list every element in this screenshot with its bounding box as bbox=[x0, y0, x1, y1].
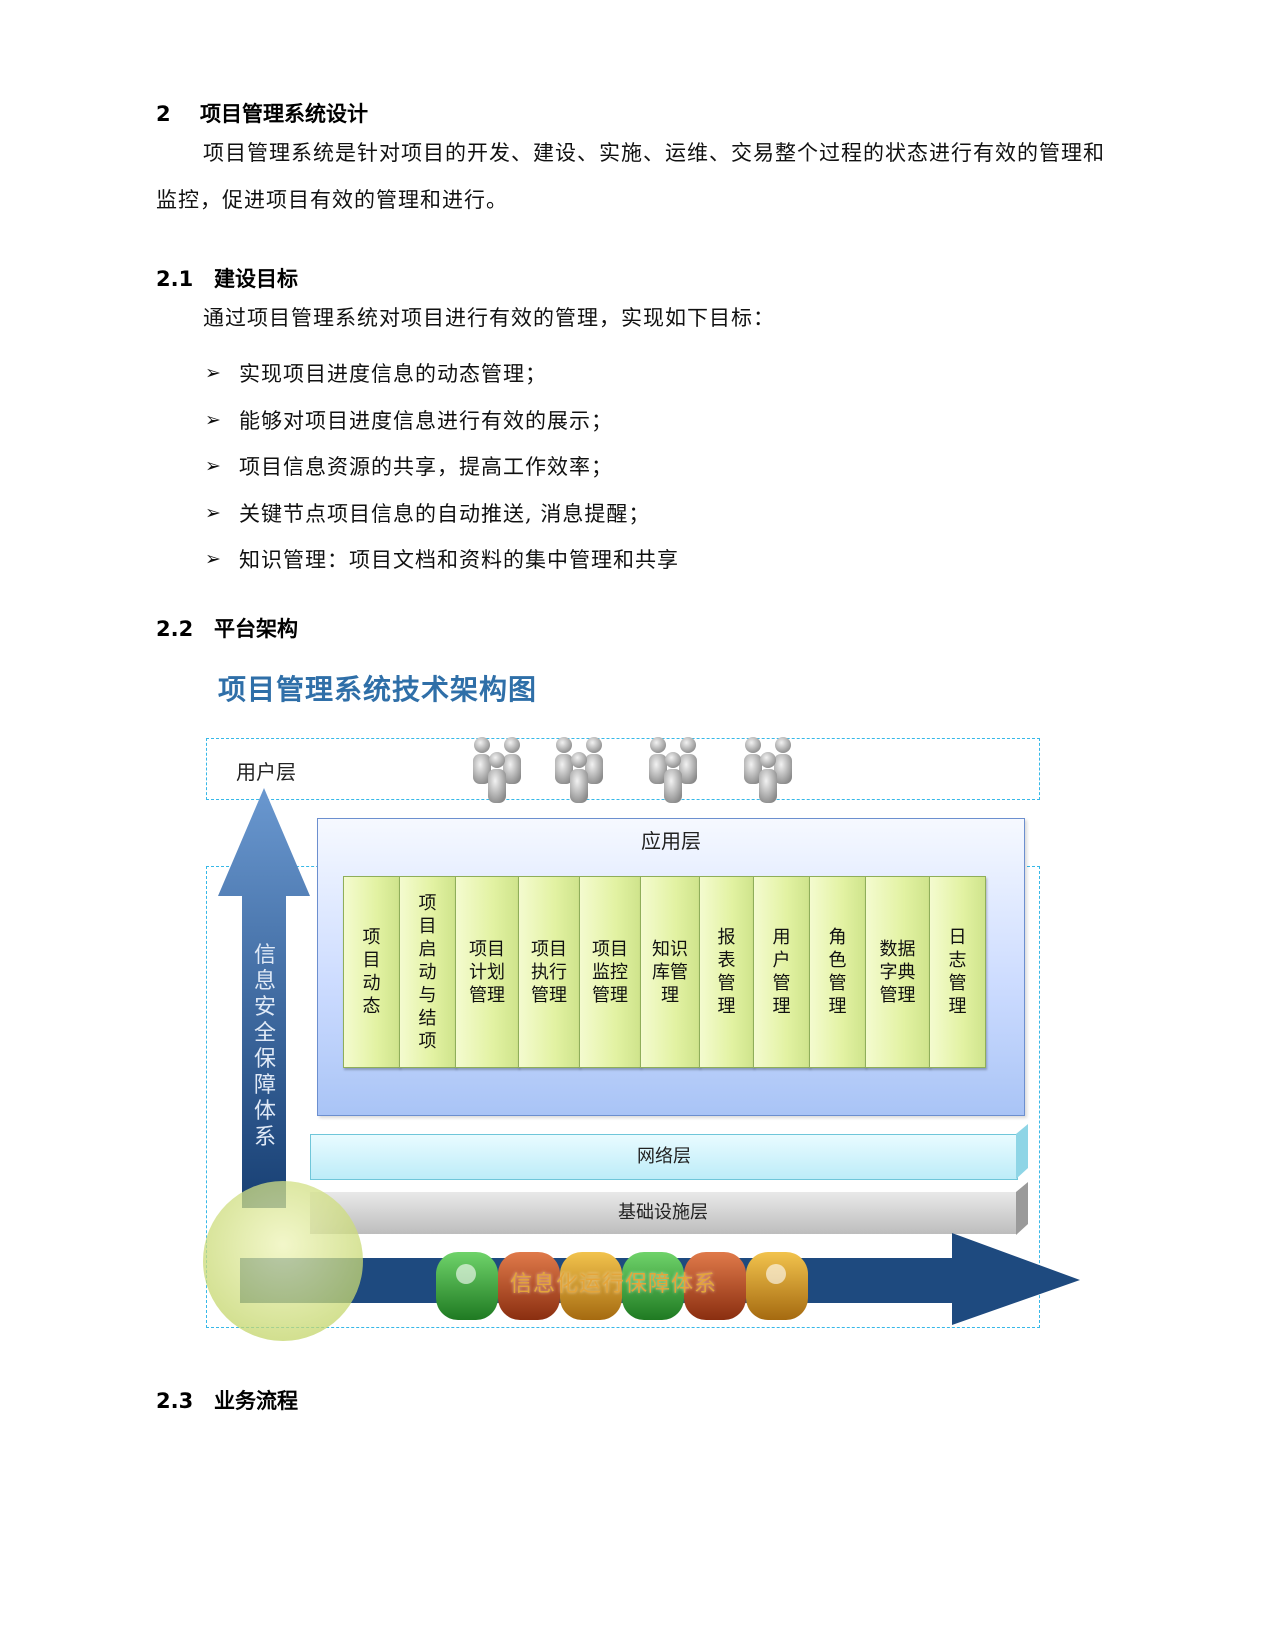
module-item: 项目执行管理 bbox=[518, 876, 580, 1068]
module-item: 项目计划管理 bbox=[455, 876, 519, 1068]
section-number: 2.3 bbox=[156, 1389, 194, 1413]
section-title: 建设目标 bbox=[214, 267, 298, 291]
section-number: 2.2 bbox=[156, 617, 194, 641]
list-item: ➢ 知识管理：项目文档和资料的集中管理和共享 bbox=[205, 536, 679, 583]
corner-circle-icon bbox=[203, 1181, 363, 1341]
module-item: 用户管理 bbox=[753, 876, 810, 1068]
bullet-arrow-icon: ➢ bbox=[205, 548, 222, 571]
section-title: 项目管理系统设计 bbox=[200, 102, 368, 126]
security-system-label: 信息安全保障体系 bbox=[253, 943, 276, 1150]
user-group-icon bbox=[555, 737, 603, 803]
section-2-1-paragraph: 通过项目管理系统对项目进行有效的管理，实现如下目标： bbox=[156, 295, 1116, 342]
module-item: 项目监控管理 bbox=[579, 876, 641, 1068]
application-layer: 应用层 项目动态 项目启动与结项 项目计划管理 项目执行管理 项目监控管理 知识… bbox=[317, 818, 1025, 1116]
paragraph-text: 通过项目管理系统对项目进行有效的管理，实现如下目标： bbox=[203, 306, 775, 330]
goals-list: ➢ 实现项目进度信息的动态管理； ➢ 能够对项目进度信息进行有效的展示； ➢ 项目信息… bbox=[205, 350, 679, 583]
section-title: 平台架构 bbox=[214, 617, 298, 641]
section-2-1-heading: 2.1 建设目标 bbox=[156, 263, 298, 293]
diagram-title: 项目管理系统技术架构图 bbox=[218, 673, 538, 706]
section-2-heading: 2 项目管理系统设计 bbox=[156, 98, 368, 128]
bullet-arrow-icon: ➢ bbox=[205, 455, 222, 478]
user-group-icon bbox=[473, 737, 521, 803]
infrastructure-layer-side bbox=[1016, 1182, 1028, 1235]
network-layer-side bbox=[1016, 1124, 1028, 1179]
section-2-3-heading: 2.3 业务流程 bbox=[156, 1385, 298, 1415]
list-item-text: 能够对项目进度信息进行有效的展示； bbox=[239, 408, 613, 433]
application-layer-label: 应用层 bbox=[641, 829, 701, 853]
module-item: 数据字典管理 bbox=[865, 876, 930, 1068]
list-item-text: 知识管理：项目文档和资料的集中管理和共享 bbox=[239, 548, 679, 573]
security-arrow-icon bbox=[218, 788, 310, 1208]
list-item-text: 关键节点项目信息的自动推送, 消息提醒； bbox=[239, 501, 651, 526]
bullet-arrow-icon: ➢ bbox=[205, 501, 222, 524]
user-group-icon bbox=[649, 737, 697, 803]
module-item: 项目启动与结项 bbox=[399, 876, 456, 1068]
module-item: 项目动态 bbox=[343, 876, 400, 1068]
list-item: ➢ 实现项目进度信息的动态管理； bbox=[205, 350, 679, 397]
bullet-arrow-icon: ➢ bbox=[205, 408, 222, 431]
list-item: ➢ 项目信息资源的共享，提高工作效率； bbox=[205, 443, 679, 490]
module-item: 报表管理 bbox=[699, 876, 754, 1068]
module-row: 项目动态 项目启动与结项 项目计划管理 项目执行管理 项目监控管理 知识库管理 … bbox=[343, 876, 986, 1070]
list-item: ➢ 关键节点项目信息的自动推送, 消息提醒； bbox=[205, 490, 679, 537]
bullet-arrow-icon: ➢ bbox=[205, 362, 222, 385]
module-item: 角色管理 bbox=[809, 876, 866, 1068]
section-title: 业务流程 bbox=[214, 1389, 298, 1413]
module-item: 日志管理 bbox=[929, 876, 986, 1068]
section-2-2-heading: 2.2 平台架构 bbox=[156, 613, 298, 643]
user-layer-box bbox=[206, 738, 1040, 800]
section-number: 2 bbox=[156, 102, 171, 126]
paragraph-text: 项目管理系统是针对项目的开发、建设、实施、运维、交易整个过程的状态进行有效的管理… bbox=[156, 141, 1105, 212]
status-lights-icon bbox=[436, 1252, 808, 1320]
network-layer: 网络层 bbox=[310, 1134, 1018, 1180]
architecture-diagram: 项目管理系统技术架构图 用户层 应用层 项目动态 项目启动与结项 项目计划管理 … bbox=[200, 668, 1090, 1343]
module-item: 知识库管理 bbox=[640, 876, 700, 1068]
section-2-paragraph: 项目管理系统是针对项目的开发、建设、实施、运维、交易整个过程的状态进行有效的管理… bbox=[156, 130, 1116, 224]
section-number: 2.1 bbox=[156, 267, 194, 291]
user-layer-label: 用户层 bbox=[236, 760, 296, 784]
list-item-text: 实现项目进度信息的动态管理； bbox=[239, 362, 547, 387]
user-group-icon bbox=[744, 737, 792, 803]
list-item: ➢ 能够对项目进度信息进行有效的展示； bbox=[205, 397, 679, 444]
operation-system-label: 信息化运行保障体系 bbox=[510, 1272, 718, 1297]
infrastructure-layer: 基础设施层 bbox=[310, 1192, 1016, 1234]
list-item-text: 项目信息资源的共享，提高工作效率； bbox=[239, 455, 613, 480]
